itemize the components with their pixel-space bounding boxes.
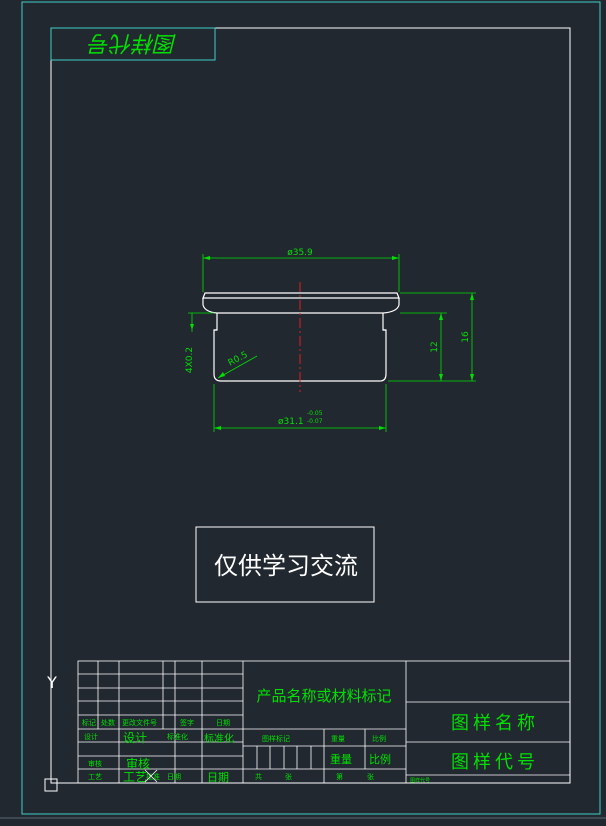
tb-weight-2: 重量 [330,752,352,766]
tb-row-signature: 签字 [180,718,194,727]
stamp-box: 图样代号 [50,27,216,61]
tb-sheet-no: 第 [336,772,343,781]
dim-height-outer: 16 [461,331,471,343]
tb-stamp-small: 图样代号 [410,777,430,784]
tb-design-label: 设计 [84,732,98,741]
tb-weight: 重量 [331,735,345,743]
tb-date-value: 日期 [207,771,229,784]
tb-sheet-no-unit: 张 [367,772,374,781]
notice-box [195,526,375,603]
tb-row-change-doc: 更改文件号 [122,718,157,727]
tb-review-value: 审核 [126,756,150,771]
notice-text: 仅供学习交流 [214,552,358,580]
tb-standardize-label: 标准化 [167,732,188,741]
tb-row-count: 处数 [101,718,115,727]
ucs-y-label: Y [46,673,57,692]
tb-scale: 比例 [372,734,386,743]
dim-bottom-diameter: ø31.1 [278,417,304,427]
tb-review: 审核 [88,759,102,768]
ucs-icon [44,697,58,792]
tb-stage-mark: 图样标记 [262,734,290,743]
sketch-marks [144,769,158,783]
title-block-text: 产品名称或材料标记 图样名称 图样代号 标记 处数 更改文件号 签字 日期 设计… [82,687,539,784]
tb-standardize-value: 标准化 [204,732,234,745]
part-flange [202,292,400,299]
sheet-outer-border [21,1,601,815]
tb-design-value: 设计 [123,731,147,745]
dim-height-inner: 12 [430,341,440,352]
stamp-drawing-code: 图样代号 [88,30,177,55]
tb-scale-2: 比例 [369,752,391,766]
dim-chamfer: 4X0.2 [185,347,195,373]
tb-sheets-total-unit: 张 [285,772,292,781]
dimensions [188,254,476,432]
tb-sheets-total: 共 [255,772,262,781]
title-block [77,660,571,784]
tb-row-mark: 标记 [82,718,96,727]
tb-date-label: 日期 [167,773,181,781]
tb-craft: 工艺 [88,773,102,781]
tb-approve: 批准 [146,772,160,781]
tb-drawing-name: 图样名称 [451,713,539,734]
dim-bottom-tol-lower: -0.07 [307,418,323,425]
dim-top-diameter: ø35.9 [287,248,313,258]
tb-drawing-code: 图样代号 [451,752,539,773]
tb-row-date: 日期 [216,719,230,727]
tb-craft-value: 工艺 [123,770,147,784]
tb-material-label: 产品名称或材料标记 [256,687,391,705]
dim-bottom-tol-upper: -0.05 [307,410,323,417]
